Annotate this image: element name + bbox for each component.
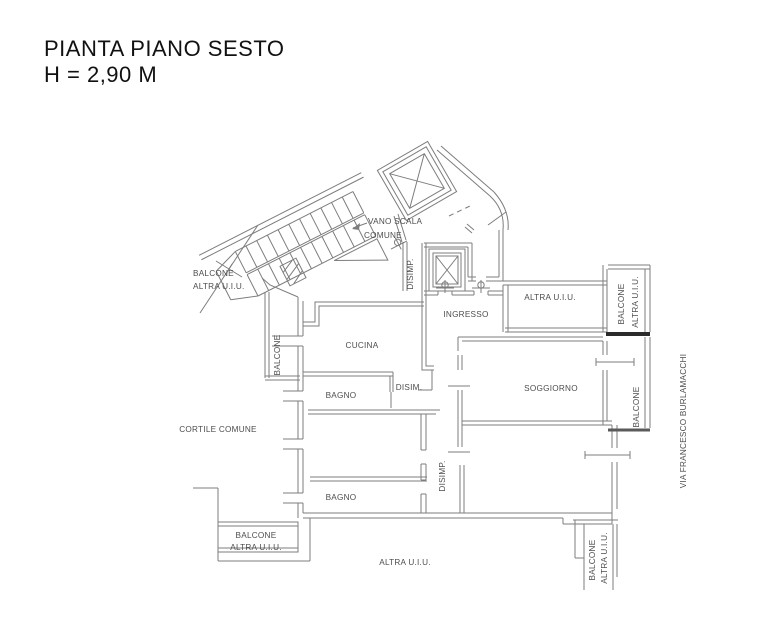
label-balcone-right-top-1: BALCONE xyxy=(617,283,626,324)
diagonal-walls xyxy=(199,145,509,314)
apartment-walls xyxy=(297,230,618,525)
vano-scala-arrow xyxy=(352,222,368,230)
stair-door-hatch xyxy=(279,257,307,287)
label-altra-uiu-top: ALTRA U.I.U. xyxy=(524,293,576,302)
label-cortile-comune: CORTILE COMUNE xyxy=(179,425,257,434)
title-block: PIANTA PIANO SESTO H = 2,90 M xyxy=(44,36,284,87)
label-balcone-left: BALCONE xyxy=(273,334,282,375)
label-cucina: CUCINA xyxy=(346,341,379,350)
label-altra-uiu-bottom: ALTRA U.I.U. xyxy=(379,558,431,567)
label-balcone-bottom-right-1: BALCONE xyxy=(588,539,597,580)
window-symbols xyxy=(272,335,635,504)
door-icon xyxy=(390,237,408,250)
elevator-1 xyxy=(376,140,458,222)
label-bagno-2: BAGNO xyxy=(326,493,357,502)
stairs xyxy=(198,172,389,301)
plan-height-note: H = 2,90 M xyxy=(44,62,157,87)
label-balcone-right-top-2: ALTRA U.I.U. xyxy=(631,276,640,328)
label-disim: DISIM. xyxy=(396,383,423,392)
door-symbols xyxy=(390,237,490,293)
label-balcone-bottom-left-1: BALCONE xyxy=(236,531,277,540)
label-vano-scala-2: COMUNE xyxy=(364,231,402,240)
label-balcone-top-left-2: ALTRA U.I.U. xyxy=(193,282,245,291)
stairwell-block xyxy=(198,140,509,314)
door-icon xyxy=(472,280,490,293)
label-balcone-top-left-1: BALCONE xyxy=(193,269,234,278)
label-vano-scala-1: VANO SCALA xyxy=(368,217,423,226)
balconies xyxy=(193,264,651,590)
door-icon xyxy=(436,280,454,293)
label-disimp-center: DISIMP. xyxy=(438,460,447,491)
label-soggiorno: SOGGIORNO xyxy=(524,384,578,393)
labels: BALCONE ALTRA U.I.U. VANO SCALA COMUNE D… xyxy=(179,217,688,584)
label-balcone-right: BALCONE xyxy=(632,386,641,427)
label-via-street: VIA FRANCESCO BURLAMACCHI xyxy=(679,354,688,489)
label-bagno-1: BAGNO xyxy=(326,391,357,400)
plan-title: PIANTA PIANO SESTO xyxy=(44,36,284,61)
label-ingresso: INGRESSO xyxy=(443,310,488,319)
label-disimp-vano: DISIMP. xyxy=(406,258,415,289)
label-balcone-bottom-left-2: ALTRA U.I.U. xyxy=(230,543,282,552)
label-balcone-bottom-right-2: ALTRA U.I.U. xyxy=(600,532,609,584)
elevator-2 xyxy=(428,248,466,292)
